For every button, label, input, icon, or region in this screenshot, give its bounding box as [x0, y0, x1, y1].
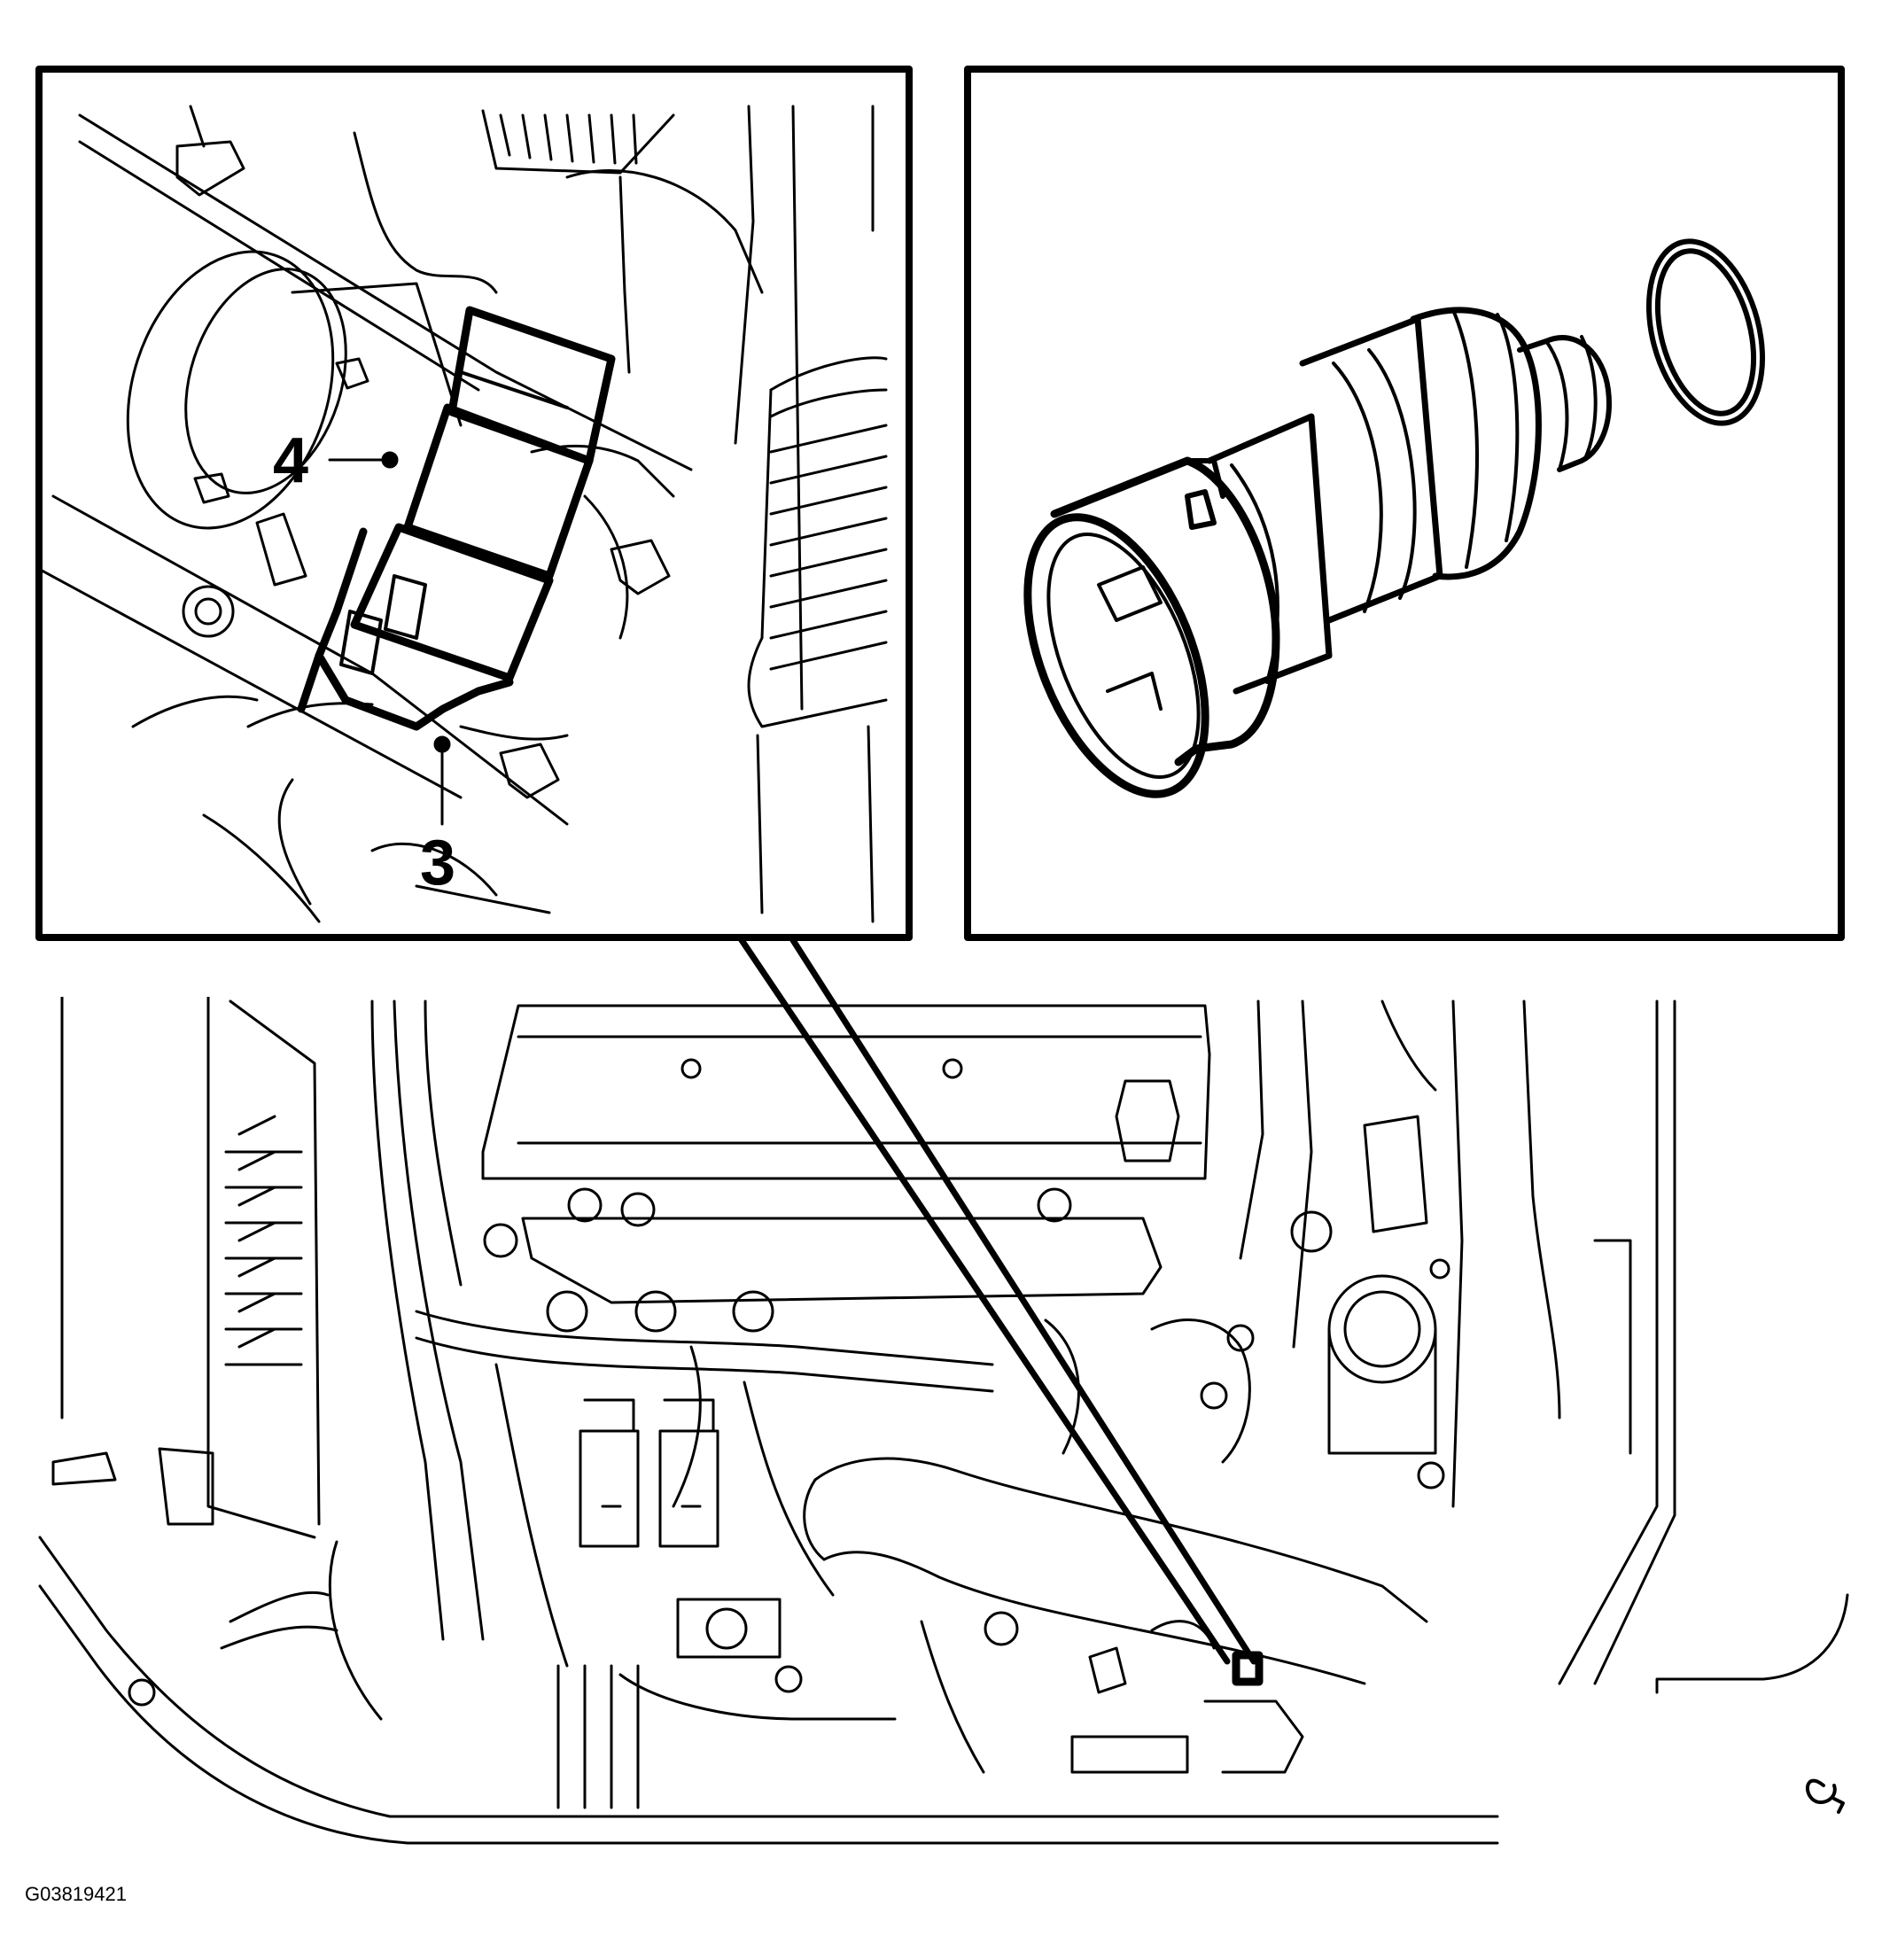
sensor-location-marker — [1232, 1651, 1264, 1686]
callout-leader-4 — [328, 451, 399, 469]
engine-view-orientation-icon — [1805, 1778, 1845, 1814]
o-ring-icon — [1645, 238, 1766, 426]
inset-frame-right — [964, 66, 1845, 941]
engine-bay-overview — [38, 997, 1849, 1845]
detail-inset-right — [964, 66, 1845, 941]
figure-id: G03819421 — [25, 1883, 127, 1905]
inset-frame-left — [35, 66, 913, 941]
inset-pointer-lines — [736, 934, 1257, 1665]
callout-label-3: 3 — [420, 828, 456, 898]
ac-pressure-sensor-icon — [1023, 307, 1612, 798]
sensor-connector-detail — [339, 370, 569, 675]
ac-pressure-sensor-installed — [297, 306, 616, 731]
callout-leader-3 — [433, 735, 451, 826]
detail-inset-left — [35, 66, 913, 941]
callout-label-4: 4 — [273, 425, 309, 496]
